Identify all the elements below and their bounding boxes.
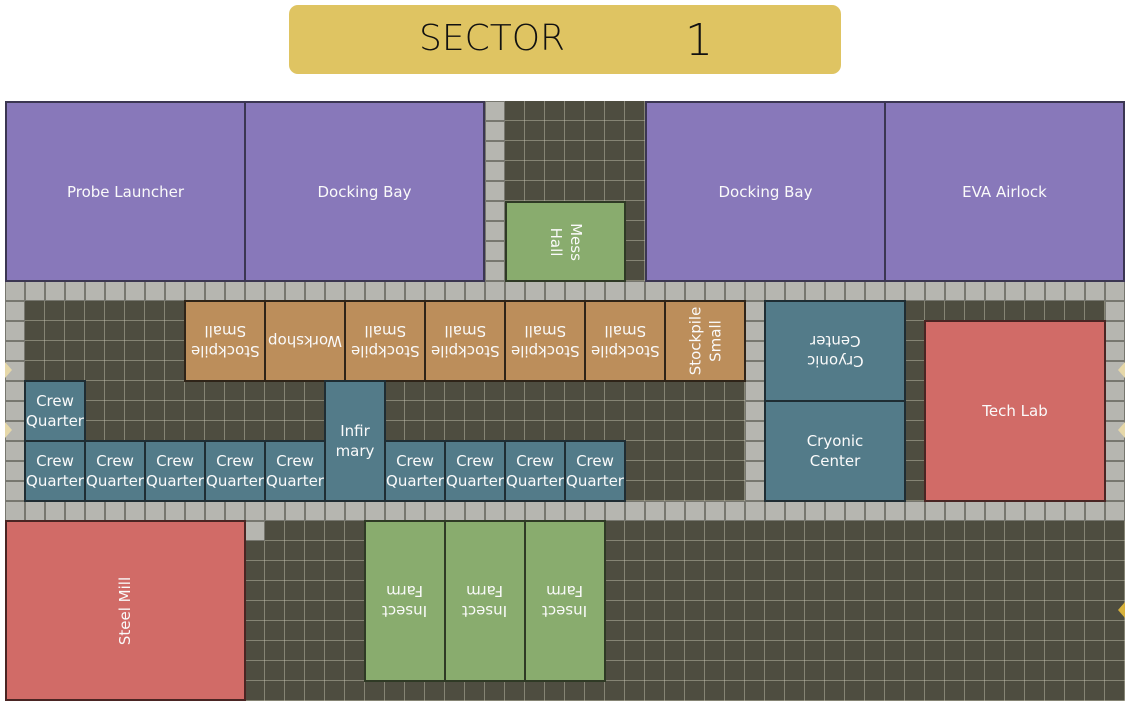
room-cryonic-center[interactable]: Cryonic Center (764, 300, 906, 402)
room-label: Crew Quarter (26, 452, 84, 490)
room-label: EVA Airlock (962, 182, 1047, 201)
room-crew-quarter[interactable]: Crew Quarter (564, 440, 626, 502)
room-label: Stockpile Small (190, 322, 260, 360)
wall-tile (245, 521, 265, 541)
room-label: Tech Lab (982, 402, 1048, 420)
room-label: Insect Farm (462, 582, 508, 620)
wall-left (5, 301, 25, 501)
room-stockpile-small[interactable]: Stockpile Small (584, 300, 666, 382)
room-label: Crew Quarter (446, 452, 504, 490)
room-label: Cryonic Center (806, 332, 864, 370)
wall-vertical-top (485, 101, 505, 281)
room-probe-launcher[interactable]: Probe Launcher (5, 101, 246, 282)
wall-row-mid-bottom (5, 501, 1125, 521)
room-stockpile-small[interactable]: Stockpile Small (424, 300, 506, 382)
room-label: Workshop (267, 332, 342, 350)
door-arrow-icon[interactable] (1118, 602, 1125, 618)
room-label: Steel Mill (116, 576, 135, 645)
room-crew-quarter[interactable]: Crew Quarter (144, 440, 206, 502)
wall-row-mid-top (5, 281, 1125, 301)
sector-number: 1 (685, 15, 713, 66)
sector-label: SECTOR (419, 18, 566, 59)
room-label: Stockpile Small (685, 306, 724, 376)
door-arrow-icon[interactable] (1118, 422, 1125, 438)
room-steel-mill[interactable]: Steel Mill (5, 520, 246, 701)
room-crew-quarter[interactable]: Crew Quarter (264, 440, 326, 502)
room-insect-farm[interactable]: Insect Farm (444, 520, 526, 682)
room-infirmary[interactable]: Infir mary (324, 380, 386, 502)
room-label: Stockpile Small (590, 322, 660, 360)
room-label: Stockpile Small (510, 322, 580, 360)
room-docking-bay[interactable]: Docking Bay (645, 101, 886, 282)
room-label: Crew Quarter (386, 452, 444, 490)
room-cryonic-center[interactable]: Cryonic Center (764, 400, 906, 502)
room-insect-farm[interactable]: Insect Farm (364, 520, 446, 682)
room-label: Crew Quarter (26, 392, 84, 430)
room-label: Mess Hall (546, 222, 585, 261)
room-stockpile-small[interactable]: Stockpile Small (344, 300, 426, 382)
room-label: Cryonic Center (806, 432, 864, 470)
room-mess-hall[interactable]: Mess Hall (505, 201, 626, 282)
room-label: Probe Launcher (66, 182, 185, 201)
room-crew-quarter[interactable]: Crew Quarter (24, 440, 86, 502)
room-label: Stockpile Small (350, 322, 420, 360)
room-label: Insect Farm (542, 582, 588, 620)
room-label: Docking Bay (317, 182, 412, 201)
room-crew-quarter[interactable]: Crew Quarter (204, 440, 266, 502)
room-tech-lab[interactable]: Tech Lab (924, 320, 1106, 502)
room-crew-quarter[interactable]: Crew Quarter (384, 440, 446, 502)
room-label: Docking Bay (718, 182, 813, 201)
room-crew-quarter[interactable]: Crew Quarter (84, 440, 146, 502)
room-label: Crew Quarter (86, 452, 144, 490)
room-label: Crew Quarter (206, 452, 264, 490)
room-crew-quarter[interactable]: Crew Quarter (24, 380, 86, 442)
room-stockpile-small[interactable]: Stockpile Small (664, 300, 746, 382)
room-crew-quarter[interactable]: Crew Quarter (504, 440, 566, 502)
room-eva-airlock[interactable]: EVA Airlock (884, 101, 1125, 282)
room-label: Crew Quarter (566, 452, 624, 490)
room-stockpile-small[interactable]: Stockpile Small (504, 300, 586, 382)
room-workshop[interactable]: Workshop (264, 300, 346, 382)
station-map[interactable]: Probe Launcher Docking Bay Mess Hall Doc… (5, 101, 1125, 701)
door-arrow-icon[interactable] (5, 362, 12, 378)
room-label: Stockpile Small (430, 322, 500, 360)
room-stockpile-small[interactable]: Stockpile Small (184, 300, 266, 382)
room-label: Insect Farm (382, 582, 428, 620)
sector-header: SECTOR 1 (289, 5, 841, 74)
room-insect-farm[interactable]: Insect Farm (524, 520, 606, 682)
room-label: Infir mary (335, 422, 375, 460)
room-label: Crew Quarter (146, 452, 204, 490)
wall-center (745, 301, 765, 501)
room-label: Crew Quarter (266, 452, 324, 490)
door-arrow-icon[interactable] (5, 422, 12, 438)
door-arrow-icon[interactable] (1118, 362, 1125, 378)
room-docking-bay[interactable]: Docking Bay (244, 101, 485, 282)
wall-right (1105, 301, 1125, 501)
room-crew-quarter[interactable]: Crew Quarter (444, 440, 506, 502)
room-label: Crew Quarter (506, 452, 564, 490)
